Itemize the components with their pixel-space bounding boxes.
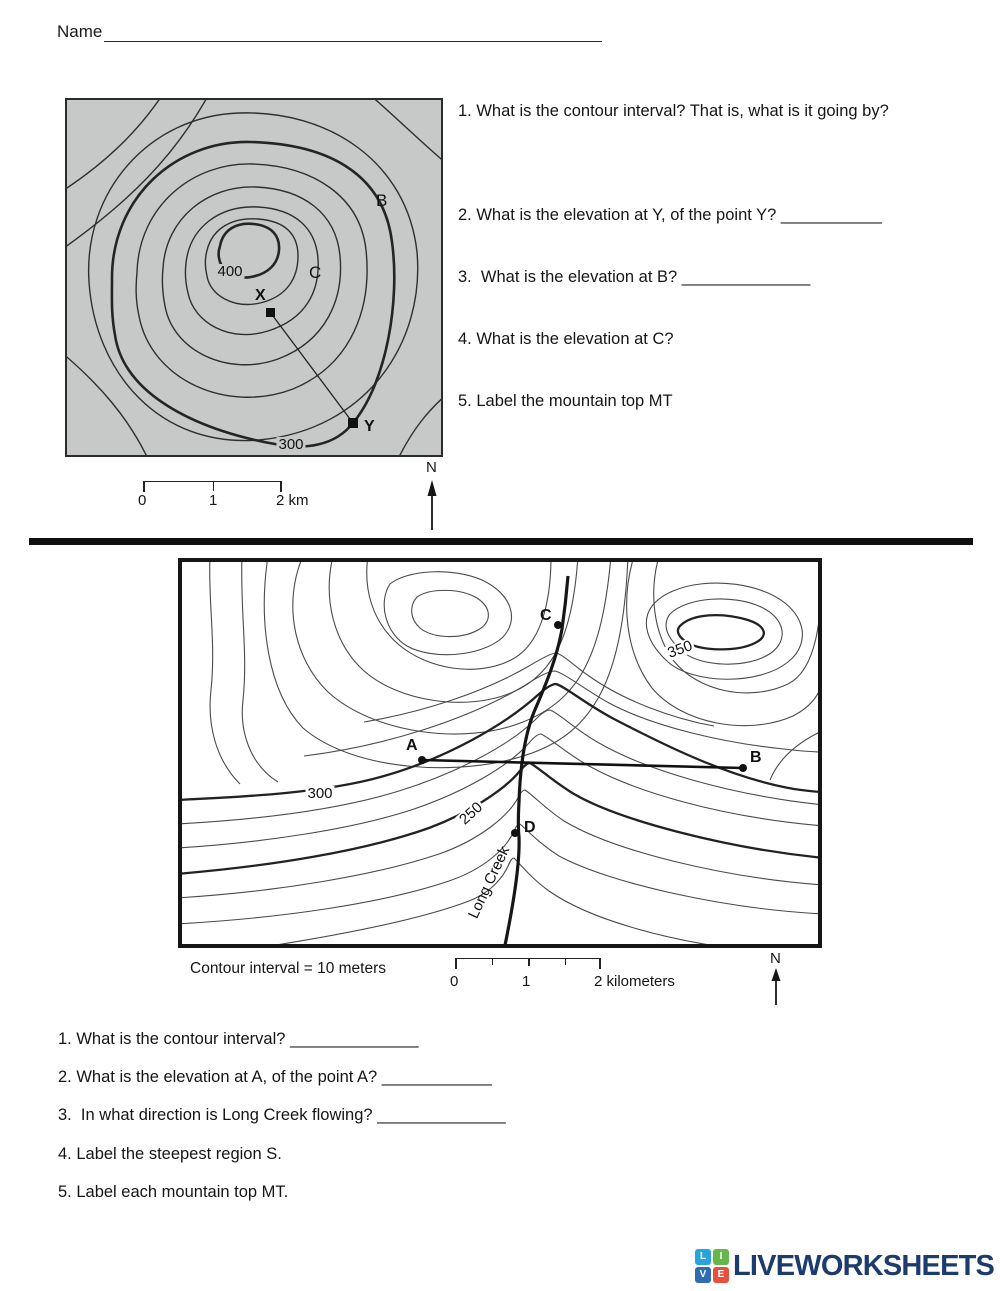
point-b-label: B [750, 749, 762, 766]
logo-square-e: E [713, 1267, 729, 1283]
contour-interval-note: Contour interval = 10 meters [190, 960, 386, 977]
elevation-label-400: 400 [215, 263, 245, 280]
point-c-label: C [309, 263, 322, 282]
logo-square-v: V [695, 1267, 711, 1283]
map1-scale-0: 0 [138, 492, 147, 509]
point-b-dot [739, 764, 747, 772]
point-d-label: D [524, 819, 536, 836]
map2-scale-bar [455, 958, 601, 970]
point-c-dot [554, 621, 562, 629]
logo-square-i: I [713, 1249, 729, 1265]
question-3-bottom: 3. In what direction is Long Creek flowi… [58, 1106, 506, 1124]
map1-scale-bar [143, 481, 282, 493]
liveworksheets-wordmark: LIVEWORKSHEETS [733, 1249, 995, 1282]
profile-line-a-b [421, 758, 744, 770]
question-5-top: 5. Label the mountain top MT [458, 392, 673, 410]
name-label: Name [57, 22, 103, 41]
map2-north-arrow-icon [771, 968, 781, 1005]
map1-north-label: N [426, 459, 437, 476]
map1-scale-2km: 2 km [276, 492, 309, 509]
contour-map-2-drawing [182, 562, 818, 944]
map1-scale-1: 1 [209, 492, 218, 509]
question-1-bottom: 1. What is the contour interval? _______… [58, 1030, 419, 1048]
map2-scale-1: 1 [522, 973, 531, 990]
long-creek-line [503, 575, 570, 944]
question-2-top: 2. What is the elevation at Y, of the po… [458, 206, 882, 224]
question-4-bottom: 4. Label the steepest region S. [58, 1145, 282, 1163]
map1-north-arrow-icon [427, 480, 437, 530]
point-d-dot [511, 829, 519, 837]
elevation-label-300: 300 [305, 785, 335, 802]
point-x-dot [266, 308, 275, 317]
point-a-label: A [406, 737, 418, 754]
question-1-top: 1. What is the contour interval? That is… [458, 102, 889, 120]
point-y-dot [348, 418, 358, 428]
question-5-bottom: 5. Label each mountain top MT. [58, 1183, 289, 1201]
point-a-dot [418, 756, 426, 764]
profile-line-x-y [269, 311, 354, 424]
question-4-top: 4. What is the elevation at C? [458, 330, 674, 348]
point-b-label: B [376, 191, 388, 210]
contour-map-1-drawing [67, 100, 441, 455]
elevation-label-300: 300 [276, 436, 306, 453]
map2-north-label: N [770, 950, 781, 967]
logo-square-l: L [695, 1249, 711, 1265]
contour-map-2: C 350 A B 300 250 D Long Creek [178, 558, 822, 948]
point-x-label: X [255, 287, 266, 304]
point-c-label: C [540, 607, 552, 624]
point-y-label: Y [364, 418, 375, 435]
liveworksheets-logo[interactable]: L I V E LIVEWORKSHEETS [695, 1249, 995, 1283]
name-blank-line[interactable] [104, 24, 602, 42]
map2-scale-2km: 2 kilometers [594, 973, 675, 990]
map2-scale-0: 0 [450, 973, 459, 990]
contour-map-1: 400 X C B Y 300 [65, 98, 443, 457]
question-2-bottom: 2. What is the elevation at A, of the po… [58, 1068, 492, 1086]
liveworksheets-logo-icon: L I V E [695, 1249, 729, 1283]
section-divider [29, 538, 973, 545]
question-3-top: 3. What is the elevation at B? _________… [458, 268, 811, 286]
